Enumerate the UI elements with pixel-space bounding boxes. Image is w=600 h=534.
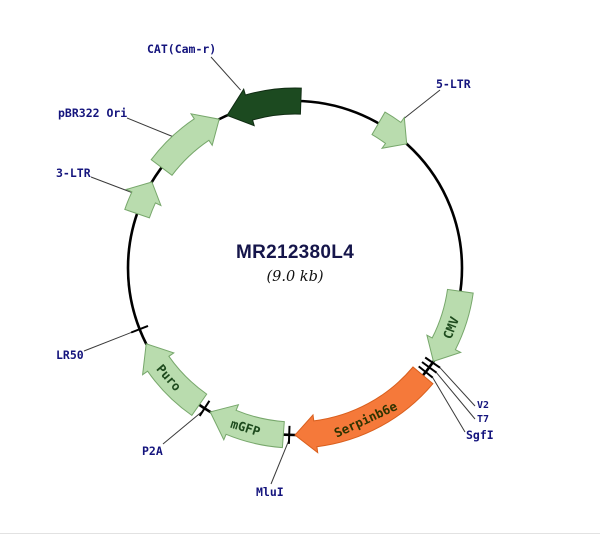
leader-line-v2	[439, 367, 476, 407]
callout-label-5-ltr: 5-LTR	[436, 77, 471, 91]
callout-label-3-ltr: 3-LTR	[56, 166, 91, 180]
callout-label-cat-camr: CAT(Cam-r)	[147, 42, 217, 56]
feature-arrow-cat-camr	[226, 87, 302, 127]
feature-arrow-puro	[141, 343, 208, 417]
callout-label-mlui: MluI	[256, 485, 284, 499]
feature-arrow-pbr322-ori	[150, 113, 220, 176]
leader-line-t7	[436, 372, 476, 420]
leader-line-lr50	[83, 328, 140, 352]
site-tick	[130, 324, 149, 334]
plasmid-size-label: (9.0 kb)	[266, 269, 324, 285]
leader-line-mlui	[270, 439, 290, 485]
leader-line-sgfi	[432, 377, 466, 433]
callout-label-sgfi: SgfI	[466, 428, 494, 442]
plasmid-title: MR212380L4	[235, 242, 355, 263]
callout-label-pbr322-ori: pBR322 Ori	[58, 106, 128, 120]
site-tick	[424, 356, 441, 369]
feature-arrow-3-ltr	[124, 181, 162, 219]
callout-label-lr50: LR50	[56, 348, 84, 362]
feature-arrow-5-ltr	[371, 111, 408, 150]
leader-line-5-ltr	[402, 89, 441, 120]
site-tick	[418, 365, 434, 379]
leader-line-3-ltr	[90, 176, 140, 196]
leader-line-p2a	[162, 410, 204, 445]
feature-arrow-serpinb6e	[294, 366, 434, 454]
site-tick	[421, 361, 438, 374]
feature-arrow-cmv	[426, 288, 474, 363]
callout-label-t7: T7	[477, 414, 490, 425]
feature-arrow-mgfp	[209, 403, 285, 449]
site-tick	[198, 400, 211, 417]
leader-line-pbr322-ori	[126, 117, 173, 137]
site-tick	[287, 425, 291, 444]
leader-line-cat-camr	[210, 56, 241, 91]
callout-label-p2a: P2A	[142, 444, 163, 458]
callout-label-v2: V2	[477, 400, 490, 411]
